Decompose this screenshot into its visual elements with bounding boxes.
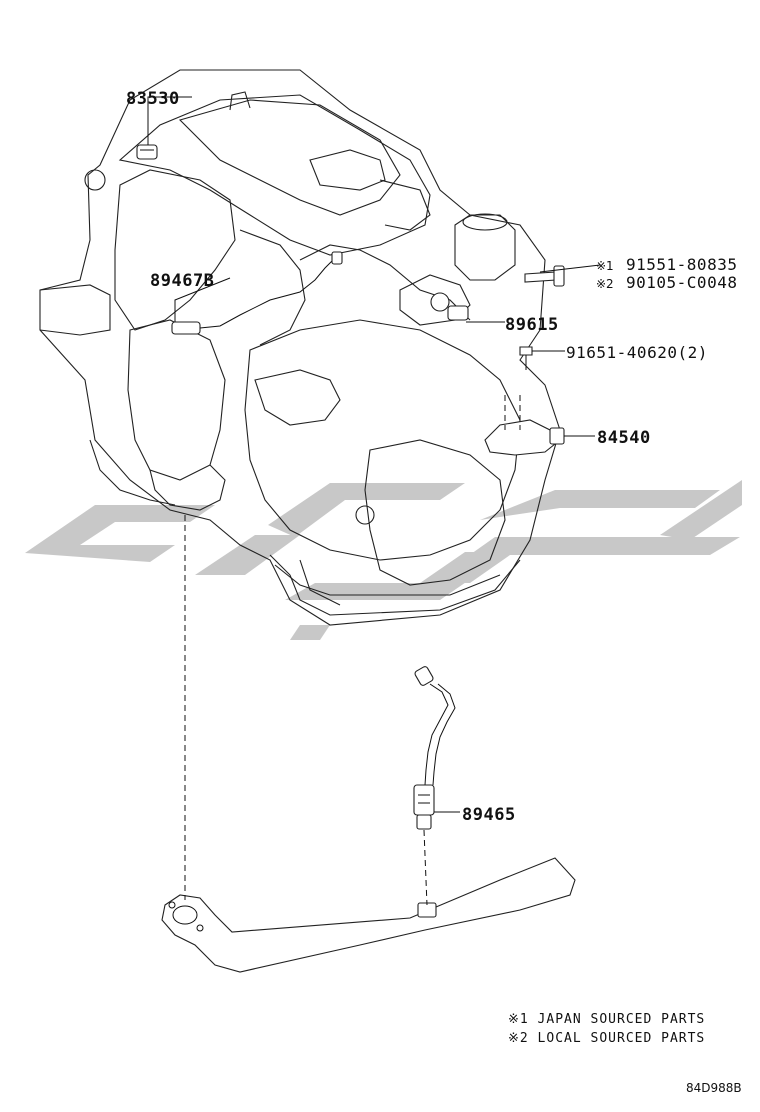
mark-local: ※2	[596, 277, 614, 291]
label-91651: 91651-40620(2)	[566, 343, 708, 362]
exhaust-pipe	[161, 857, 576, 973]
part-91551-bolt	[524, 265, 565, 287]
label-90105: 90105-C0048	[626, 273, 737, 292]
label-83530: 83530	[126, 89, 180, 109]
part-84540-switch	[484, 419, 565, 456]
part-89467b-oxygen-sensor	[171, 251, 343, 335]
engine-assembly-drawing	[39, 69, 561, 626]
label-89467b: 89467B	[150, 271, 214, 291]
alignment-lines	[184, 395, 521, 906]
label-91551: 91551-80835	[626, 255, 737, 274]
label-89465: 89465	[462, 805, 516, 825]
label-84540: 84540	[597, 428, 651, 448]
note-local-sourced: ※2 LOCAL SOURCED PARTS	[508, 1031, 705, 1046]
part-83530-sensor	[136, 144, 158, 160]
leader-lines	[147, 96, 601, 813]
part-89615-knock-sensor	[430, 292, 469, 321]
label-89615: 89615	[505, 315, 559, 335]
mark-japan: ※1	[596, 259, 614, 273]
watermark-logo	[25, 480, 742, 640]
part-89465-oxygen-sensor	[413, 666, 456, 830]
diagram-code: 84D988B	[686, 1081, 742, 1095]
part-91651-bolt	[519, 346, 533, 370]
note-japan-sourced: ※1 JAPAN SOURCED PARTS	[508, 1012, 705, 1027]
